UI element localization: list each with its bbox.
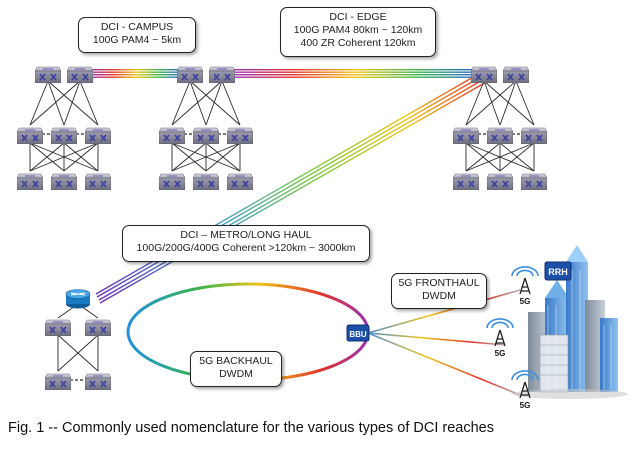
switch-icon: [453, 127, 479, 145]
fronthaul-detail: DWDM: [422, 290, 456, 302]
tower-5g-label: 5G: [495, 349, 506, 358]
edge-title: DCI - EDGE: [329, 11, 387, 23]
switch-icon: [17, 173, 43, 191]
router-icon: [65, 289, 91, 309]
backhaul-callout: 5G BACKHAUL DWDM: [190, 351, 282, 387]
figure-caption: Fig. 1 -- Commonly used nomenclature for…: [8, 420, 494, 436]
metro-callout: DCI – METRO/LONG HAUL 100G/200G/400G Coh…: [122, 225, 370, 262]
switch-icon: [487, 173, 513, 191]
switch-icon: [521, 173, 547, 191]
bbu-label: BBU: [349, 330, 367, 339]
switch-icon: [45, 319, 71, 337]
campus-callout: DCI - CAMPUS 100G PAM4 ~ 5km: [78, 17, 196, 53]
switch-icon: [209, 66, 235, 84]
cell-tower-icon: 5G: [511, 266, 539, 306]
switch-icon: [85, 373, 111, 391]
metro-title: DCI – METRO/LONG HAUL: [180, 229, 312, 241]
edge-cluster-west: [159, 66, 253, 191]
edge-detail-1: 100G PAM4 80km ~ 120km: [293, 24, 423, 36]
switch-icon: [35, 66, 61, 84]
switch-icon: [487, 127, 513, 145]
tower-5g-label: 5G: [520, 401, 531, 410]
city-buildings-icon: [512, 245, 628, 399]
switch-icon: [471, 66, 497, 84]
edge-link: [232, 69, 480, 78]
backhaul-detail: DWDM: [219, 368, 253, 380]
backhaul-title: 5G BACKHAUL: [199, 355, 273, 367]
rrh-label: RRH: [548, 267, 568, 277]
edge-cluster-east: [453, 66, 547, 191]
tower-5g-label: 5G: [520, 297, 531, 306]
metro-detail: 100G/200G/400G Coherent >120km ~ 3000km: [136, 242, 356, 254]
fronthaul-callout: 5G FRONTHAUL DWDM: [391, 273, 487, 309]
switch-icon: [85, 319, 111, 337]
switch-icon: [227, 127, 253, 145]
cell-tower-icon: 5G: [486, 318, 514, 358]
edge-callout: DCI - EDGE 100G PAM4 80km ~ 120km 400 ZR…: [280, 7, 436, 57]
switch-icon: [227, 173, 253, 191]
switch-icon: [521, 127, 547, 145]
switch-icon: [45, 373, 71, 391]
data-center-clusters: [17, 66, 547, 391]
fronthaul-title: 5G FRONTHAUL: [398, 277, 480, 289]
campus-cluster: [17, 66, 111, 191]
switch-icon: [159, 127, 185, 145]
rrh-unit: RRH: [544, 261, 572, 281]
switch-icon: [85, 127, 111, 145]
switch-icon: [193, 127, 219, 145]
bbu-unit: BBU: [346, 324, 370, 342]
switch-icon: [17, 127, 43, 145]
network-diagram: BBU RRH 5G 5G 5G: [17, 66, 628, 410]
switch-icon: [51, 173, 77, 191]
metro-link: [95, 71, 489, 304]
campus-detail: 100G PAM4 ~ 5km: [92, 34, 182, 46]
metro-cluster: [45, 303, 111, 391]
cell-tower-icon: 5G: [511, 370, 539, 410]
switch-icon: [453, 173, 479, 191]
switch-icon: [177, 66, 203, 84]
switch-icon: [67, 66, 93, 84]
campus-link: [90, 69, 182, 78]
switch-icon: [193, 173, 219, 191]
switch-icon: [159, 173, 185, 191]
campus-title: DCI - CAMPUS: [100, 21, 174, 33]
edge-detail-2: 400 ZR Coherent 120km: [300, 37, 416, 49]
switch-icon: [51, 127, 77, 145]
switch-icon: [503, 66, 529, 84]
switch-icon: [85, 173, 111, 191]
fronthaul-links: [367, 289, 521, 396]
